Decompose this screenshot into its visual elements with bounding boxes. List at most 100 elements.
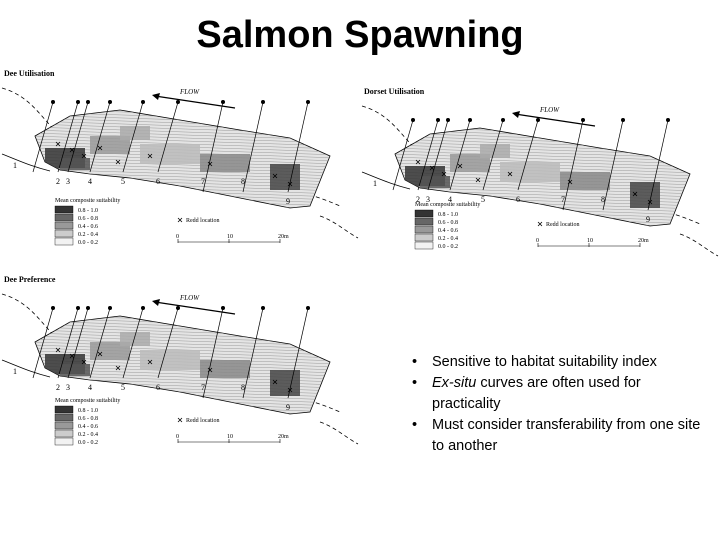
scale-label: 0 xyxy=(176,234,179,240)
river-bank-lower xyxy=(319,421,359,445)
legend-swatch xyxy=(414,225,434,234)
legend-title: Mean composite suitability xyxy=(415,202,480,208)
transect-marker xyxy=(621,118,625,122)
transect-number: 5 xyxy=(121,177,125,186)
redd-marker xyxy=(207,161,213,167)
legend-swatch xyxy=(54,421,74,430)
bullet-item: Sensitive to habitat suitability index xyxy=(408,352,708,373)
legend-swatch xyxy=(54,229,74,238)
transect-marker xyxy=(436,118,440,122)
transect-line xyxy=(122,307,144,379)
river-bank-left xyxy=(1,153,51,172)
transect-line xyxy=(157,101,179,173)
transect-number: 1 xyxy=(373,179,377,188)
transect-number: 8 xyxy=(241,383,245,392)
bullet-item: Ex-situ curves are often used for practi… xyxy=(408,373,708,415)
bullet-italic-text: Ex-situ xyxy=(432,375,477,391)
scale-label: 20m xyxy=(278,434,289,440)
bullet-item: Must consider transferability from one s… xyxy=(408,415,708,457)
transect-line xyxy=(122,101,144,173)
suitability-patch xyxy=(200,360,250,378)
legend-swatch xyxy=(414,217,434,226)
transect-marker xyxy=(306,306,310,310)
redd-marker xyxy=(55,141,61,147)
suitability-patch xyxy=(500,162,560,182)
transect-line xyxy=(202,101,224,193)
redd-marker xyxy=(567,179,573,185)
legend-label: 0.4 - 0.6 xyxy=(78,424,98,430)
transect-marker xyxy=(86,306,90,310)
suitability-patch xyxy=(270,164,300,190)
scale-label: 20m xyxy=(278,234,289,240)
legend-redd-label: Redd location xyxy=(186,418,220,424)
transect-number: 4 xyxy=(88,177,92,186)
legend-title: Mean composite suitability xyxy=(55,398,120,404)
transect-number: 8 xyxy=(241,177,245,186)
legend-label: 0.0 - 0.2 xyxy=(78,440,98,446)
transect-number: 2 xyxy=(56,177,60,186)
legend-swatch xyxy=(54,413,74,422)
redd-marker xyxy=(147,359,153,365)
legend-label: 0.6 - 0.8 xyxy=(78,216,98,222)
redd-marker xyxy=(81,153,87,159)
transect-number: 6 xyxy=(156,177,160,186)
hatch-line xyxy=(30,417,340,427)
hatch-line xyxy=(35,207,330,208)
transect-line xyxy=(647,119,669,211)
panel-label: Dee Utilisation xyxy=(4,69,55,78)
suitability-patch xyxy=(140,144,200,164)
redd-marker xyxy=(55,347,61,353)
scale-label: 10 xyxy=(227,234,233,240)
transect-line xyxy=(417,119,439,191)
transect-line xyxy=(89,101,111,173)
transect-line xyxy=(57,307,79,379)
hatch-line xyxy=(35,335,330,347)
suitability-patch xyxy=(60,364,90,376)
scale-label: 0 xyxy=(176,434,179,440)
hatch-line xyxy=(35,413,330,414)
redd-marker xyxy=(81,359,87,365)
legend-swatch xyxy=(54,237,74,246)
redd-marker xyxy=(97,351,103,357)
suitability-patch xyxy=(120,332,150,346)
transect-number: 7 xyxy=(201,383,205,392)
bullet-text: Sensitive to habitat suitability index xyxy=(432,354,657,370)
flow-arrow-head xyxy=(152,299,160,306)
legend-label: 0.2 - 0.4 xyxy=(78,432,98,438)
transect-marker xyxy=(306,100,310,104)
legend-redd-marker xyxy=(177,417,183,423)
transect-number: 2 xyxy=(56,383,60,392)
hatch-line xyxy=(35,132,330,144)
transect-marker xyxy=(411,118,415,122)
legend-redd-marker xyxy=(177,217,183,223)
flow-arrow-head xyxy=(152,93,160,100)
transect-line xyxy=(482,119,504,191)
legend-redd-label: Redd location xyxy=(546,222,580,228)
redd-marker xyxy=(475,177,481,183)
suitability-patch xyxy=(90,342,130,360)
river-bank-left xyxy=(361,171,411,190)
bullet-text: curves are often used for practicality xyxy=(432,375,641,412)
transect-number: 4 xyxy=(448,195,452,204)
legend-swatch xyxy=(54,213,74,222)
legend-label: 0.0 - 0.2 xyxy=(438,244,458,250)
transect-line xyxy=(67,101,89,173)
legend-label: 0.4 - 0.6 xyxy=(78,224,98,230)
hatch-line xyxy=(35,341,330,353)
transect-marker xyxy=(176,100,180,104)
transect-line xyxy=(427,119,449,191)
legend-swatch xyxy=(54,437,74,446)
redd-marker xyxy=(507,171,513,177)
redd-marker xyxy=(647,199,653,205)
panel-label: Dee Preference xyxy=(4,275,56,284)
legend-title: Mean composite suitability xyxy=(55,198,120,204)
transect-marker xyxy=(86,100,90,104)
redd-marker xyxy=(115,365,121,371)
suitability-patch xyxy=(200,154,250,172)
redd-marker xyxy=(69,147,75,153)
